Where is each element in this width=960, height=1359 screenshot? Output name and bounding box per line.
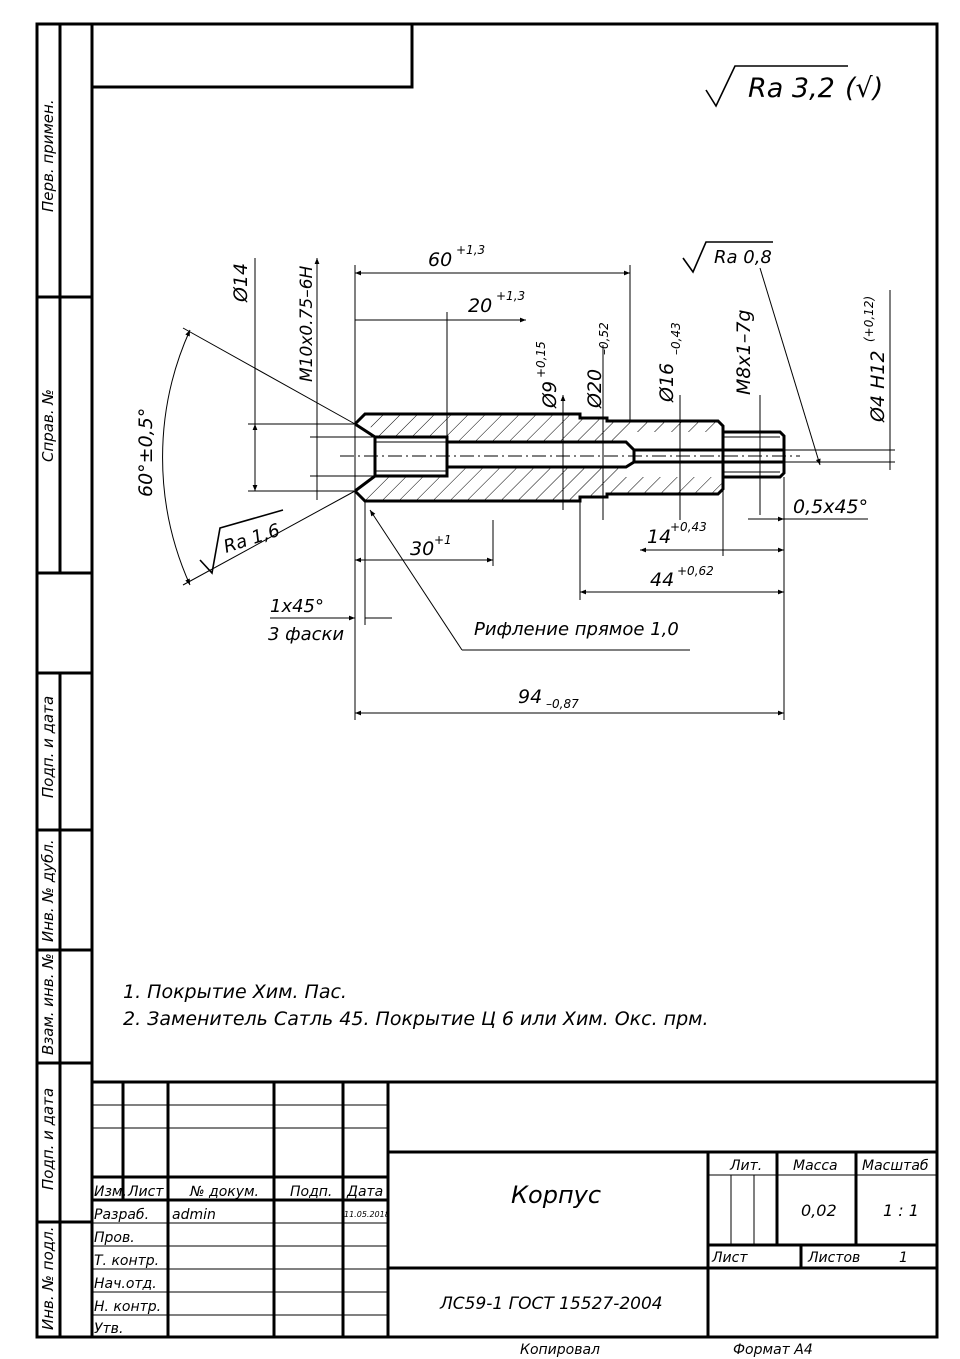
sheet-frame bbox=[35, 22, 939, 1339]
side-perv-primen: Перв. примен. bbox=[39, 99, 57, 212]
dim-14: 14 bbox=[647, 526, 671, 548]
tb-part-name: Корпус bbox=[511, 1181, 601, 1209]
dim-d9-tol: +0,15 bbox=[534, 341, 548, 378]
dim-chamfer3-a: 1x45° bbox=[270, 596, 324, 617]
side-podp-data-1: Подп. и дата bbox=[39, 696, 57, 798]
tb-role-3: Нач.отд. bbox=[94, 1276, 157, 1292]
dim-20: 20 bbox=[468, 295, 492, 317]
tb-scale-value: 1 : 1 bbox=[883, 1201, 919, 1220]
dim-knurl: Рифление прямое 1,0 bbox=[474, 619, 679, 640]
tb-role-4: Н. контр. bbox=[94, 1299, 161, 1315]
tb-header-data: Дата bbox=[346, 1184, 383, 1200]
footer-copied: Копировал bbox=[520, 1342, 600, 1358]
dim-30-tol: +1 bbox=[434, 533, 452, 547]
tb-lit-label: Лит. bbox=[729, 1158, 762, 1174]
title-block: Изм. Лист № докум. Подп. Дата Разраб. ad… bbox=[92, 1080, 937, 1337]
tb-sheets-value: 1 bbox=[899, 1250, 908, 1266]
dim-d4: Ø4 H12 bbox=[867, 350, 889, 423]
dim-d16-tol: –0,43 bbox=[669, 322, 683, 355]
dim-angle: 60°±0,5° bbox=[135, 408, 157, 497]
dim-m10: M10x0.75–6H bbox=[297, 265, 317, 382]
dim-d20-tol: –0,52 bbox=[597, 322, 611, 355]
dim-94: 94 bbox=[518, 686, 542, 708]
tb-mass-value: 0,02 bbox=[801, 1201, 837, 1220]
dim-chamfer: 0,5x45° bbox=[793, 496, 868, 518]
tb-sheet-label: Лист bbox=[711, 1250, 748, 1266]
general-roughness-value: Ra 3,2 bbox=[748, 73, 835, 104]
dim-94-tol: –0,87 bbox=[546, 697, 579, 711]
dim-ra08: Ra 0,8 bbox=[714, 247, 772, 268]
footer-format: Формат А4 bbox=[733, 1342, 813, 1358]
note-2: 2. Заменитель Сатль 45. Покрытие Ц 6 или… bbox=[123, 1008, 709, 1030]
side-inv-podl: Инв. № подл. bbox=[39, 1227, 57, 1330]
dim-44: 44 bbox=[650, 569, 674, 591]
tb-header-doc: № докум. bbox=[189, 1184, 259, 1200]
dim-d14: Ø14 bbox=[230, 263, 252, 303]
part-section bbox=[340, 412, 800, 503]
general-roughness-suffix: (√) bbox=[845, 73, 883, 104]
tb-role-0: Разраб. bbox=[94, 1207, 149, 1223]
dimension-lines bbox=[162, 241, 895, 720]
dim-d9: Ø9 bbox=[539, 381, 561, 409]
dim-30: 30 bbox=[410, 538, 434, 560]
tb-role-5: Утв. bbox=[94, 1321, 123, 1337]
dim-d4-tol: (+0,12) bbox=[862, 296, 876, 342]
tb-role-2: Т. контр. bbox=[94, 1253, 159, 1269]
tb-header-podp: Подп. bbox=[290, 1184, 332, 1200]
dim-60-tol: +1,3 bbox=[456, 243, 485, 257]
side-stamp: Перв. примен. Справ. № Подп. и дата Инв.… bbox=[39, 99, 57, 1330]
side-vzam-inv: Взам. инв. № bbox=[39, 953, 57, 1055]
side-podp-data-2: Подп. и дата bbox=[39, 1088, 57, 1190]
dim-m8: M8x1–7g bbox=[733, 310, 755, 395]
dim-60: 60 bbox=[428, 249, 452, 271]
side-inv-dubl: Инв. № дубл. bbox=[39, 839, 57, 942]
sheet-footer: Копировал Формат А4 bbox=[520, 1342, 813, 1358]
note-1: 1. Покрытие Хим. Пас. bbox=[123, 981, 347, 1003]
tb-header-list: Лист bbox=[127, 1184, 164, 1200]
side-sprav-no: Справ. № bbox=[39, 389, 57, 462]
tb-role-1: Пров. bbox=[94, 1230, 135, 1246]
dim-d16: Ø16 bbox=[656, 363, 678, 403]
tb-header-izm: Изм. bbox=[94, 1184, 127, 1200]
tb-name-0: admin bbox=[172, 1207, 216, 1223]
dim-14-tol: +0,43 bbox=[670, 520, 707, 534]
dimension-texts: Ø14 M10x0.75–6H 60 +1,3 20 +1,3 Ø9 +0,15… bbox=[135, 243, 889, 711]
technical-notes: 1. Покрытие Хим. Пас. 2. Заменитель Сатл… bbox=[123, 981, 709, 1030]
dim-chamfer3-b: 3 фаски bbox=[268, 624, 344, 645]
tb-date-0: 11.05.2018 bbox=[344, 1210, 390, 1219]
tb-sheets-label: Листов bbox=[807, 1250, 860, 1266]
dim-20-tol: +1,3 bbox=[496, 289, 525, 303]
dim-d20: Ø20 bbox=[584, 369, 606, 409]
tb-material: ЛС59-1 ГОСТ 15527-2004 bbox=[439, 1294, 663, 1314]
tb-mass-label: Масса bbox=[793, 1158, 838, 1174]
dim-44-tol: +0,62 bbox=[677, 564, 714, 578]
general-roughness: Ra 3,2 (√) bbox=[705, 65, 883, 108]
tb-scale-label: Масштаб bbox=[862, 1158, 929, 1174]
